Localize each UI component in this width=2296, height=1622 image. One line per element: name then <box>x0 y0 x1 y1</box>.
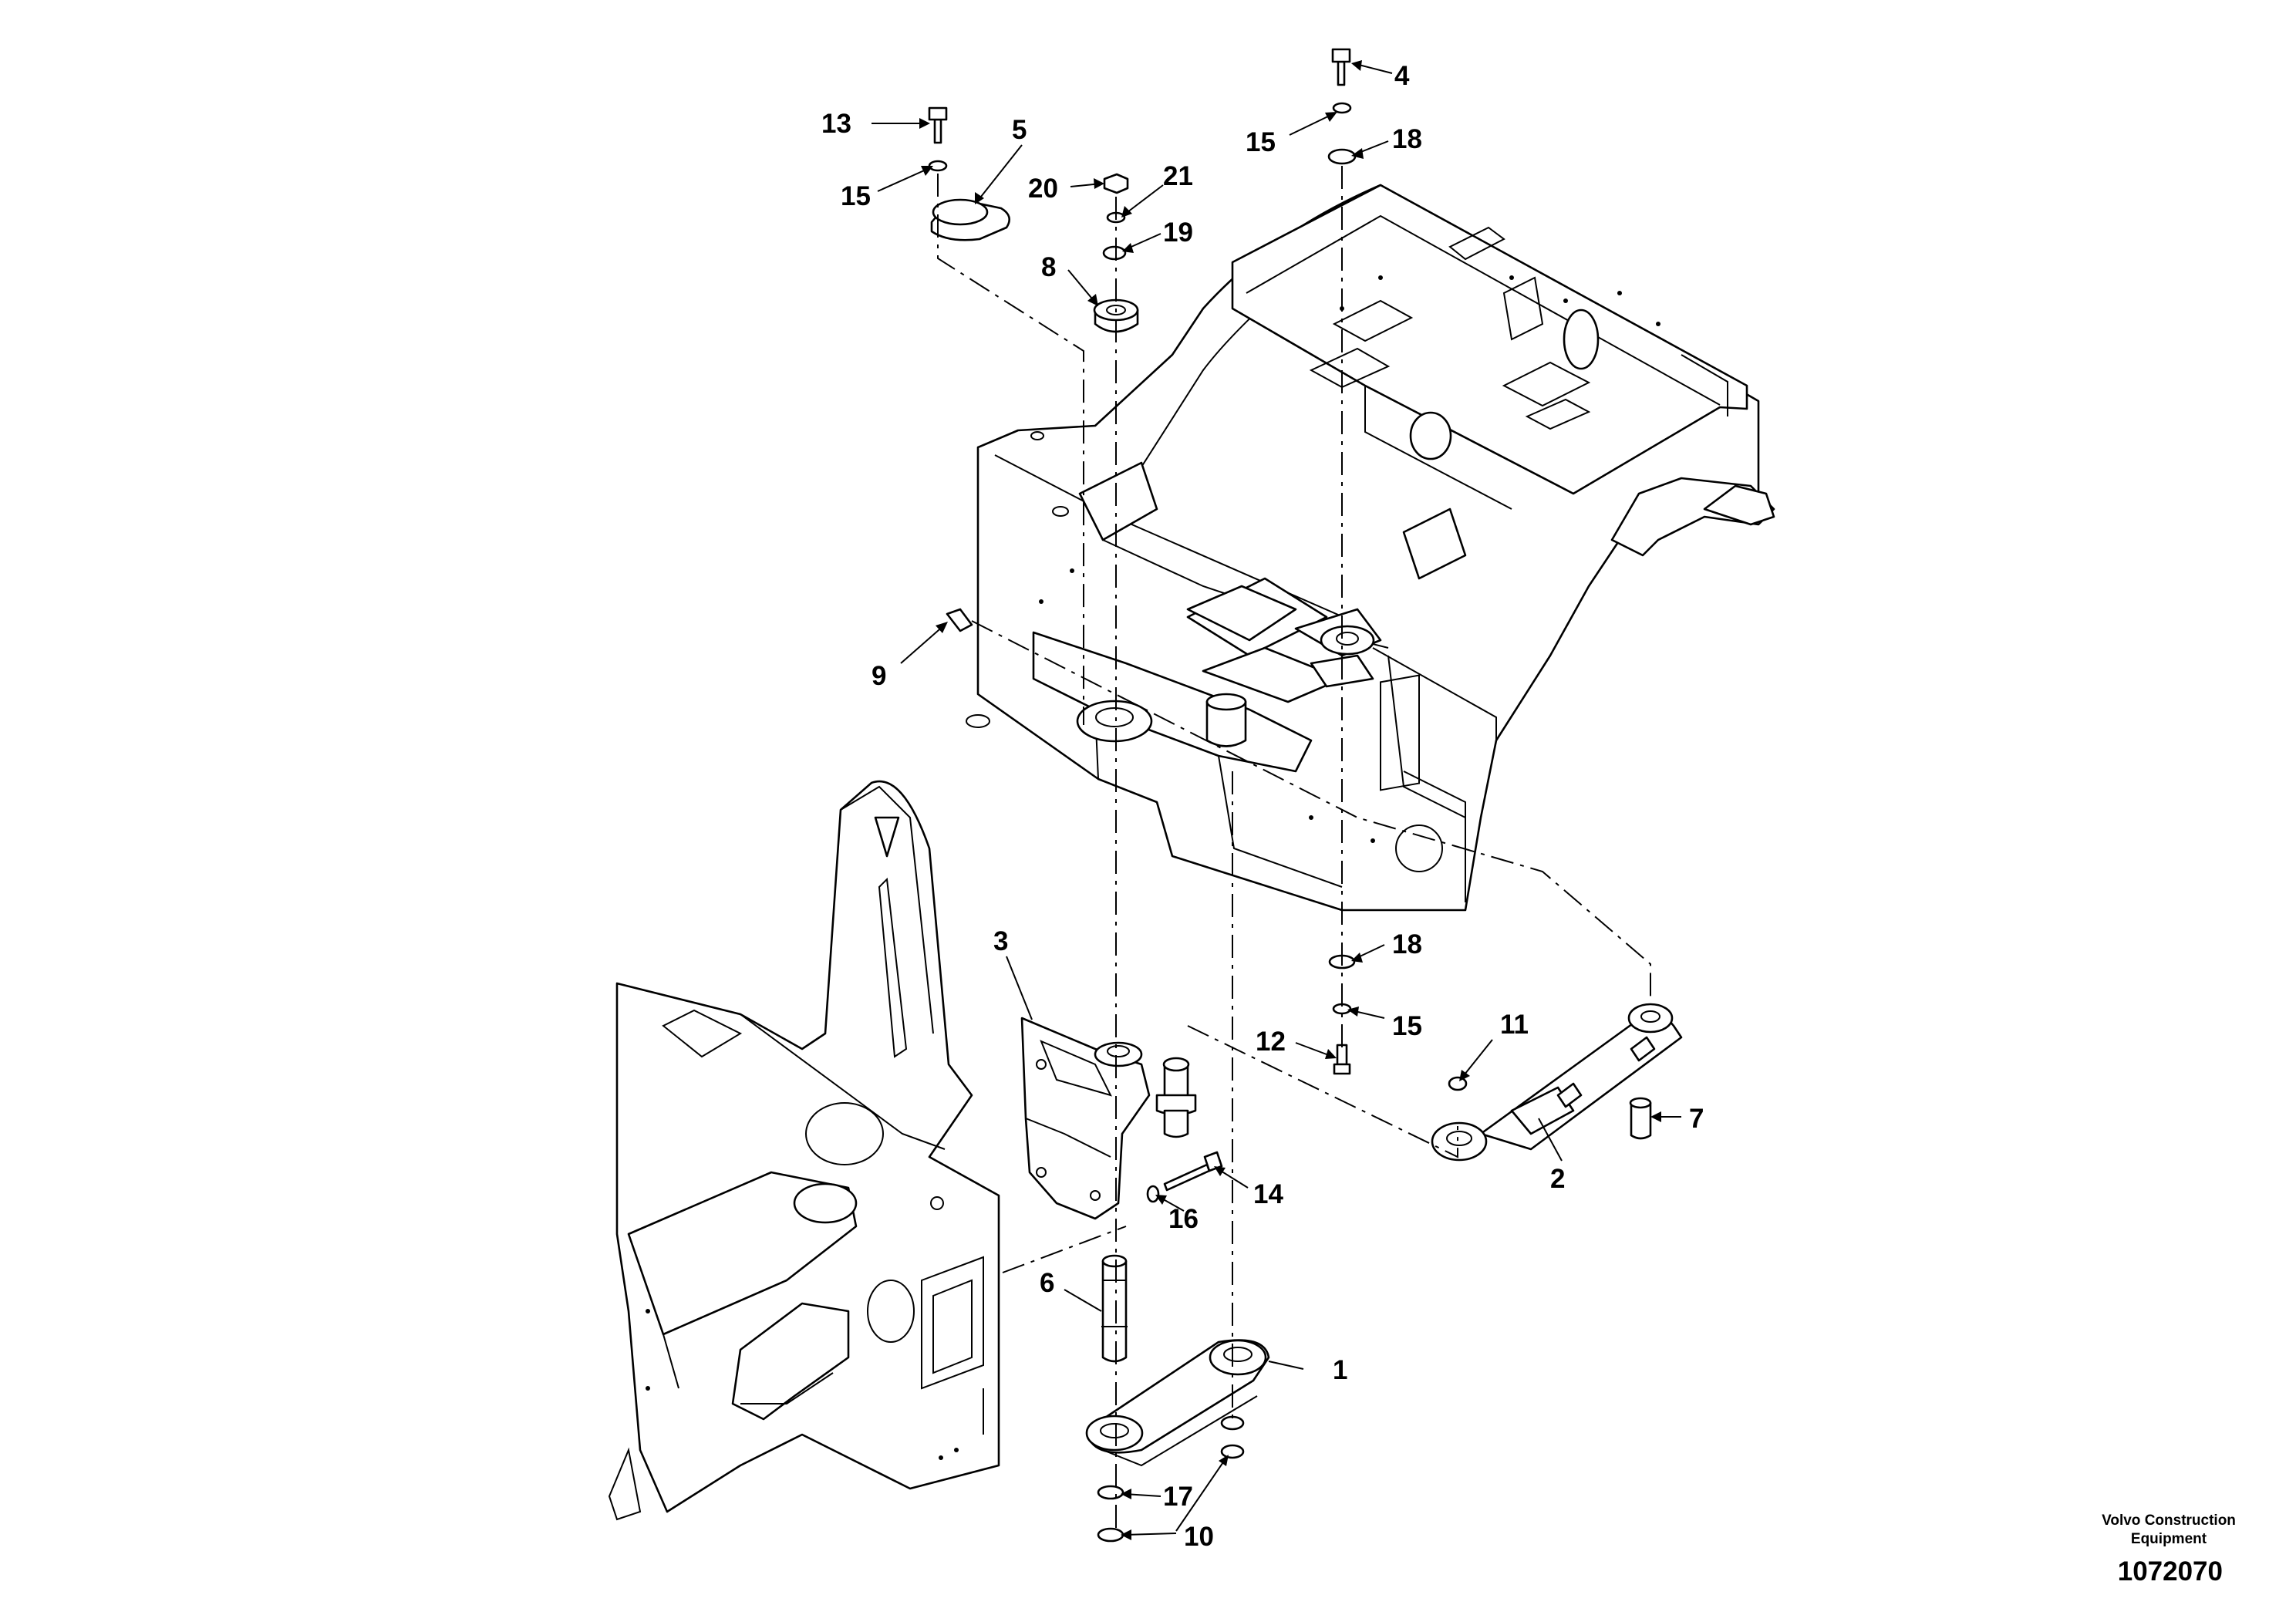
callout-1: 1 <box>1333 1355 1347 1385</box>
callout-12: 12 <box>1256 1027 1286 1057</box>
company-name: Volvo Construction Equipment <box>2084 1512 2254 1549</box>
callout-18-lower: 18 <box>1392 929 1422 959</box>
callout-21: 21 <box>1163 161 1193 191</box>
callout-14: 14 <box>1253 1179 1283 1209</box>
pin-part-6 <box>1101 1254 1128 1363</box>
callout-16: 16 <box>1168 1204 1199 1234</box>
front-frame <box>608 780 1000 1521</box>
callout-15-top-right: 15 <box>1246 127 1276 157</box>
company-name-line1: Volvo Construction <box>2102 1512 2236 1529</box>
bracket-part-3 <box>1020 1017 1197 1220</box>
callout-8: 8 <box>1041 252 1056 282</box>
rear-frame <box>966 184 1775 912</box>
callout-6: 6 <box>1040 1268 1054 1298</box>
leader-lines <box>872 60 1681 1540</box>
callout-13: 13 <box>821 109 851 139</box>
callout-7: 7 <box>1689 1104 1704 1134</box>
callout-20: 20 <box>1028 174 1058 204</box>
callout-15-lower: 15 <box>1392 1011 1422 1041</box>
callout-labels: 1 2 3 4 5 6 7 8 9 10 11 12 13 14 15 15 1… <box>821 61 1704 1552</box>
callout-9: 9 <box>872 661 886 691</box>
callout-3: 3 <box>993 926 1008 956</box>
callout-5: 5 <box>1012 115 1027 145</box>
callout-2: 2 <box>1550 1164 1565 1194</box>
callout-4: 4 <box>1394 61 1410 91</box>
company-name-line2: Equipment <box>2130 1531 2207 1547</box>
callout-19: 19 <box>1163 218 1193 248</box>
link-part-1 <box>1085 1339 1270 1467</box>
callout-18-top: 18 <box>1392 124 1422 154</box>
assembly-lines <box>937 166 1651 1535</box>
drawing-number: 1072070 <box>2117 1556 2223 1587</box>
callout-11: 11 <box>1500 1010 1529 1040</box>
callout-17: 17 <box>1163 1482 1193 1512</box>
cylinder-part-2 <box>1431 1003 1683 1162</box>
callout-15-top-left: 15 <box>841 181 871 211</box>
callout-10: 10 <box>1184 1522 1214 1552</box>
